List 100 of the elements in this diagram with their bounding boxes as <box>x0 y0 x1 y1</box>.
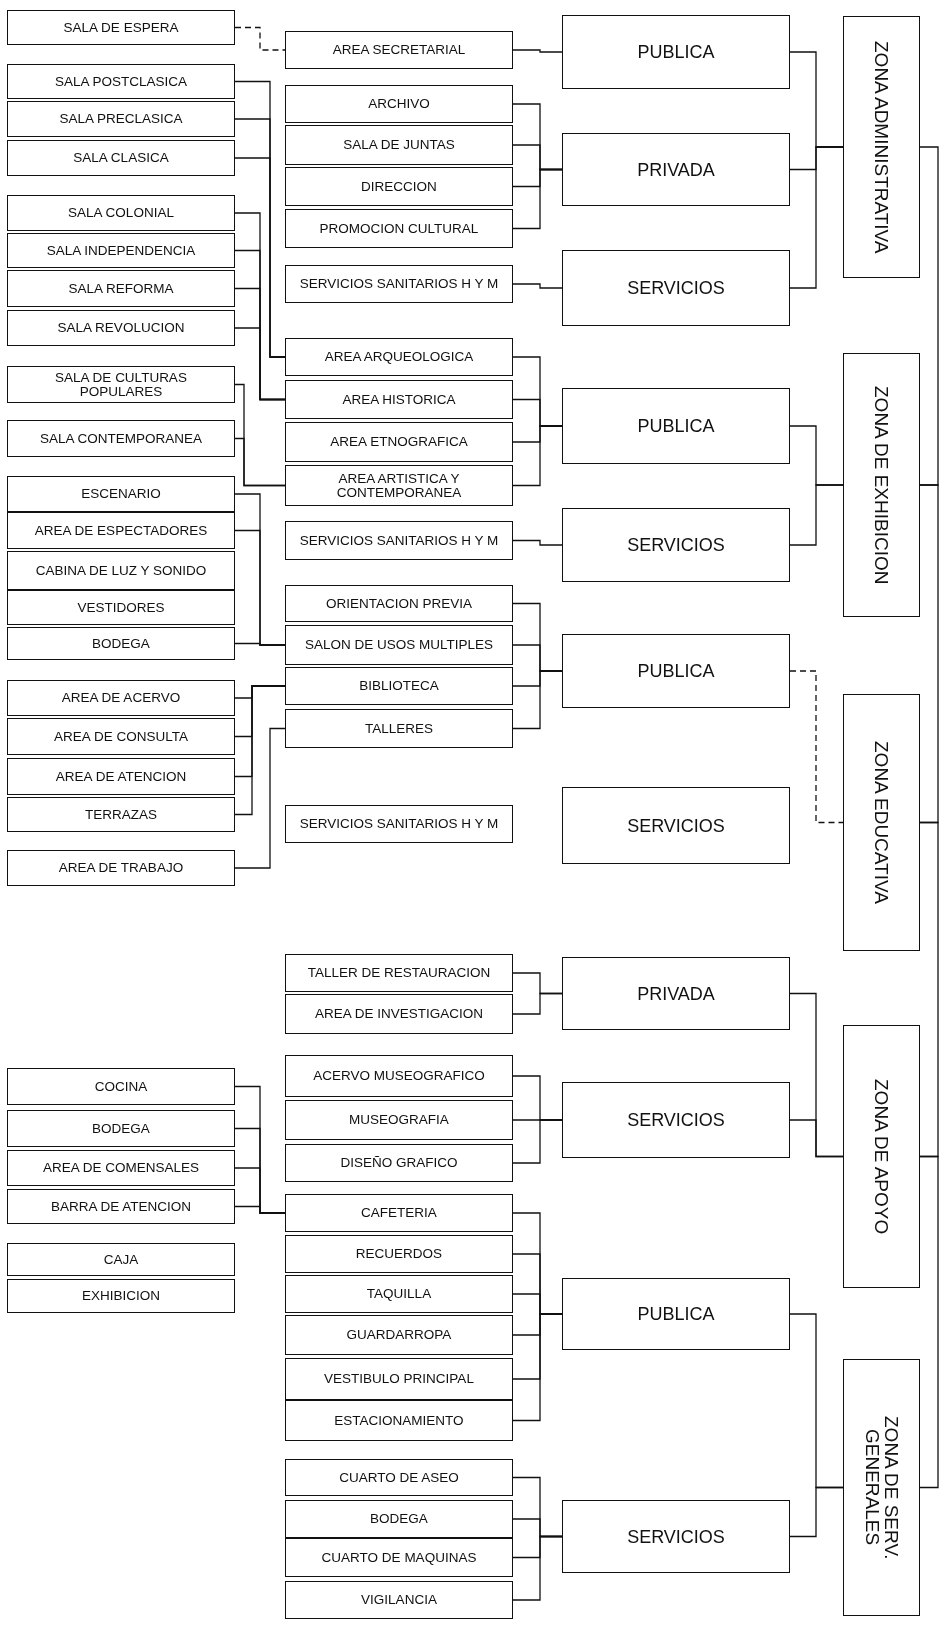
space-box: ESTACIONAMIENTO <box>285 1400 513 1441</box>
space-box: VESTIBULO PRINCIPAL <box>285 1358 513 1400</box>
connector-line <box>919 484 939 824</box>
category-box: PUBLICA <box>562 15 790 89</box>
connector-line <box>234 327 286 401</box>
room-box: ESCENARIO <box>7 476 235 512</box>
category-box: SERVICIOS <box>562 508 790 582</box>
room-box: SALA PRECLASICA <box>7 101 235 137</box>
connector-line <box>789 1486 844 1538</box>
space-box: AREA ARQUEOLOGICA <box>285 338 513 376</box>
space-box: MUSEOGRAFIA <box>285 1100 513 1140</box>
connector-line <box>512 992 563 1015</box>
connector-line <box>789 484 844 546</box>
space-box: SERVICIOS SANITARIOS H Y M <box>285 521 513 560</box>
connector-line <box>789 1119 844 1158</box>
connector-line <box>512 49 563 53</box>
zone-box: ZONA ADMINISTRATIVA <box>843 16 920 278</box>
space-box: ACERVO MUSEOGRAFICO <box>285 1055 513 1097</box>
room-box: SALA REFORMA <box>7 270 235 307</box>
space-box: ORIENTACION PREVIA <box>285 585 513 622</box>
category-box: SERVICIOS <box>562 1500 790 1573</box>
space-box: BODEGA <box>285 1500 513 1538</box>
room-box: SALA POSTCLASICA <box>7 64 235 99</box>
room-box: SALA DE CULTURAS POPULARES <box>7 366 235 403</box>
room-box: AREA DE ESPECTADORES <box>7 512 235 549</box>
connector-line <box>512 539 563 546</box>
room-box: BARRA DE ATENCION <box>7 1189 235 1224</box>
space-box: VIGILANCIA <box>285 1581 513 1619</box>
space-box: AREA ARTISTICA Y CONTEMPORANEA <box>285 465 513 506</box>
room-box: VESTIDORES <box>7 590 235 625</box>
zone-box: ZONA DE SERV. GENERALES <box>843 1359 920 1616</box>
connector-line <box>512 425 563 487</box>
room-box: AREA DE COMENSALES <box>7 1150 235 1186</box>
category-box: PRIVADA <box>562 133 790 206</box>
connector-line <box>234 26 286 51</box>
space-box: CUARTO DE MAQUINAS <box>285 1538 513 1577</box>
category-box: SERVICIOS <box>562 1082 790 1158</box>
connector-line <box>789 670 844 824</box>
connector-line <box>234 727 286 869</box>
zone-box: ZONA DE EXHIBICION <box>843 353 920 617</box>
connector-line <box>234 437 286 487</box>
space-box: ARCHIVO <box>285 85 513 123</box>
room-box: EXHIBICION <box>7 1279 235 1313</box>
category-box: PUBLICA <box>562 634 790 708</box>
connector-line <box>919 146 939 486</box>
category-box: PUBLICA <box>562 388 790 464</box>
space-box: SERVICIOS SANITARIOS H Y M <box>285 805 513 843</box>
connector-line <box>512 1535 563 1601</box>
connector-line <box>512 1119 563 1164</box>
connector-line <box>234 685 286 816</box>
space-box: SALA DE JUNTAS <box>285 125 513 165</box>
room-box: AREA DE CONSULTA <box>7 718 235 755</box>
space-box: DIRECCION <box>285 167 513 206</box>
category-box: PUBLICA <box>562 1278 790 1350</box>
connector-line <box>234 1205 286 1214</box>
space-box: AREA HISTORICA <box>285 380 513 419</box>
room-box: COCINA <box>7 1068 235 1105</box>
space-box: AREA DE INVESTIGACION <box>285 994 513 1034</box>
connector-line <box>512 283 563 289</box>
room-box: AREA DE ACERVO <box>7 680 235 716</box>
category-box: SERVICIOS <box>562 787 790 864</box>
space-box: GUARDARROPA <box>285 1315 513 1355</box>
space-box: CUARTO DE ASEO <box>285 1459 513 1496</box>
connector-line <box>919 821 939 1158</box>
connector-line <box>789 146 844 289</box>
room-box: SALA COLONIAL <box>7 195 235 231</box>
room-box: TERRAZAS <box>7 797 235 832</box>
room-box: SALA CONTEMPORANEA <box>7 420 235 457</box>
connector-line <box>512 168 563 230</box>
room-box: SALA CLASICA <box>7 140 235 176</box>
room-box: BODEGA <box>7 1110 235 1147</box>
space-box: DISEÑO GRAFICO <box>285 1144 513 1182</box>
room-box: CAJA <box>7 1243 235 1276</box>
connector-line <box>919 1155 939 1489</box>
room-box: AREA DE ATENCION <box>7 758 235 795</box>
connector-line <box>234 642 286 646</box>
space-box: AREA SECRETARIAL <box>285 31 513 69</box>
room-box: SALA INDEPENDENCIA <box>7 233 235 268</box>
space-box: CAFETERIA <box>285 1194 513 1232</box>
space-box: TALLERES <box>285 709 513 748</box>
connector-line <box>512 670 563 730</box>
room-box: BODEGA <box>7 627 235 660</box>
space-box: TAQUILLA <box>285 1275 513 1313</box>
space-box: PROMOCION CULTURAL <box>285 209 513 248</box>
connector-line <box>512 1313 563 1422</box>
space-box: RECUERDOS <box>285 1235 513 1273</box>
zone-box: ZONA DE APOYO <box>843 1025 920 1288</box>
room-box: SALA DE ESPERA <box>7 10 235 45</box>
room-box: AREA DE TRABAJO <box>7 850 235 886</box>
category-box: SERVICIOS <box>562 250 790 326</box>
room-box: CABINA DE LUZ Y SONIDO <box>7 551 235 590</box>
space-box: SERVICIOS SANITARIOS H Y M <box>285 265 513 303</box>
category-box: PRIVADA <box>562 957 790 1030</box>
zone-box: ZONA EDUCATIVA <box>843 694 920 951</box>
connector-line <box>234 157 286 358</box>
space-box: BIBLIOTECA <box>285 667 513 705</box>
space-box: AREA ETNOGRAFICA <box>285 422 513 462</box>
room-box: SALA REVOLUCION <box>7 310 235 346</box>
space-box: SALON DE USOS MULTIPLES <box>285 625 513 665</box>
space-box: TALLER DE RESTAURACION <box>285 954 513 992</box>
